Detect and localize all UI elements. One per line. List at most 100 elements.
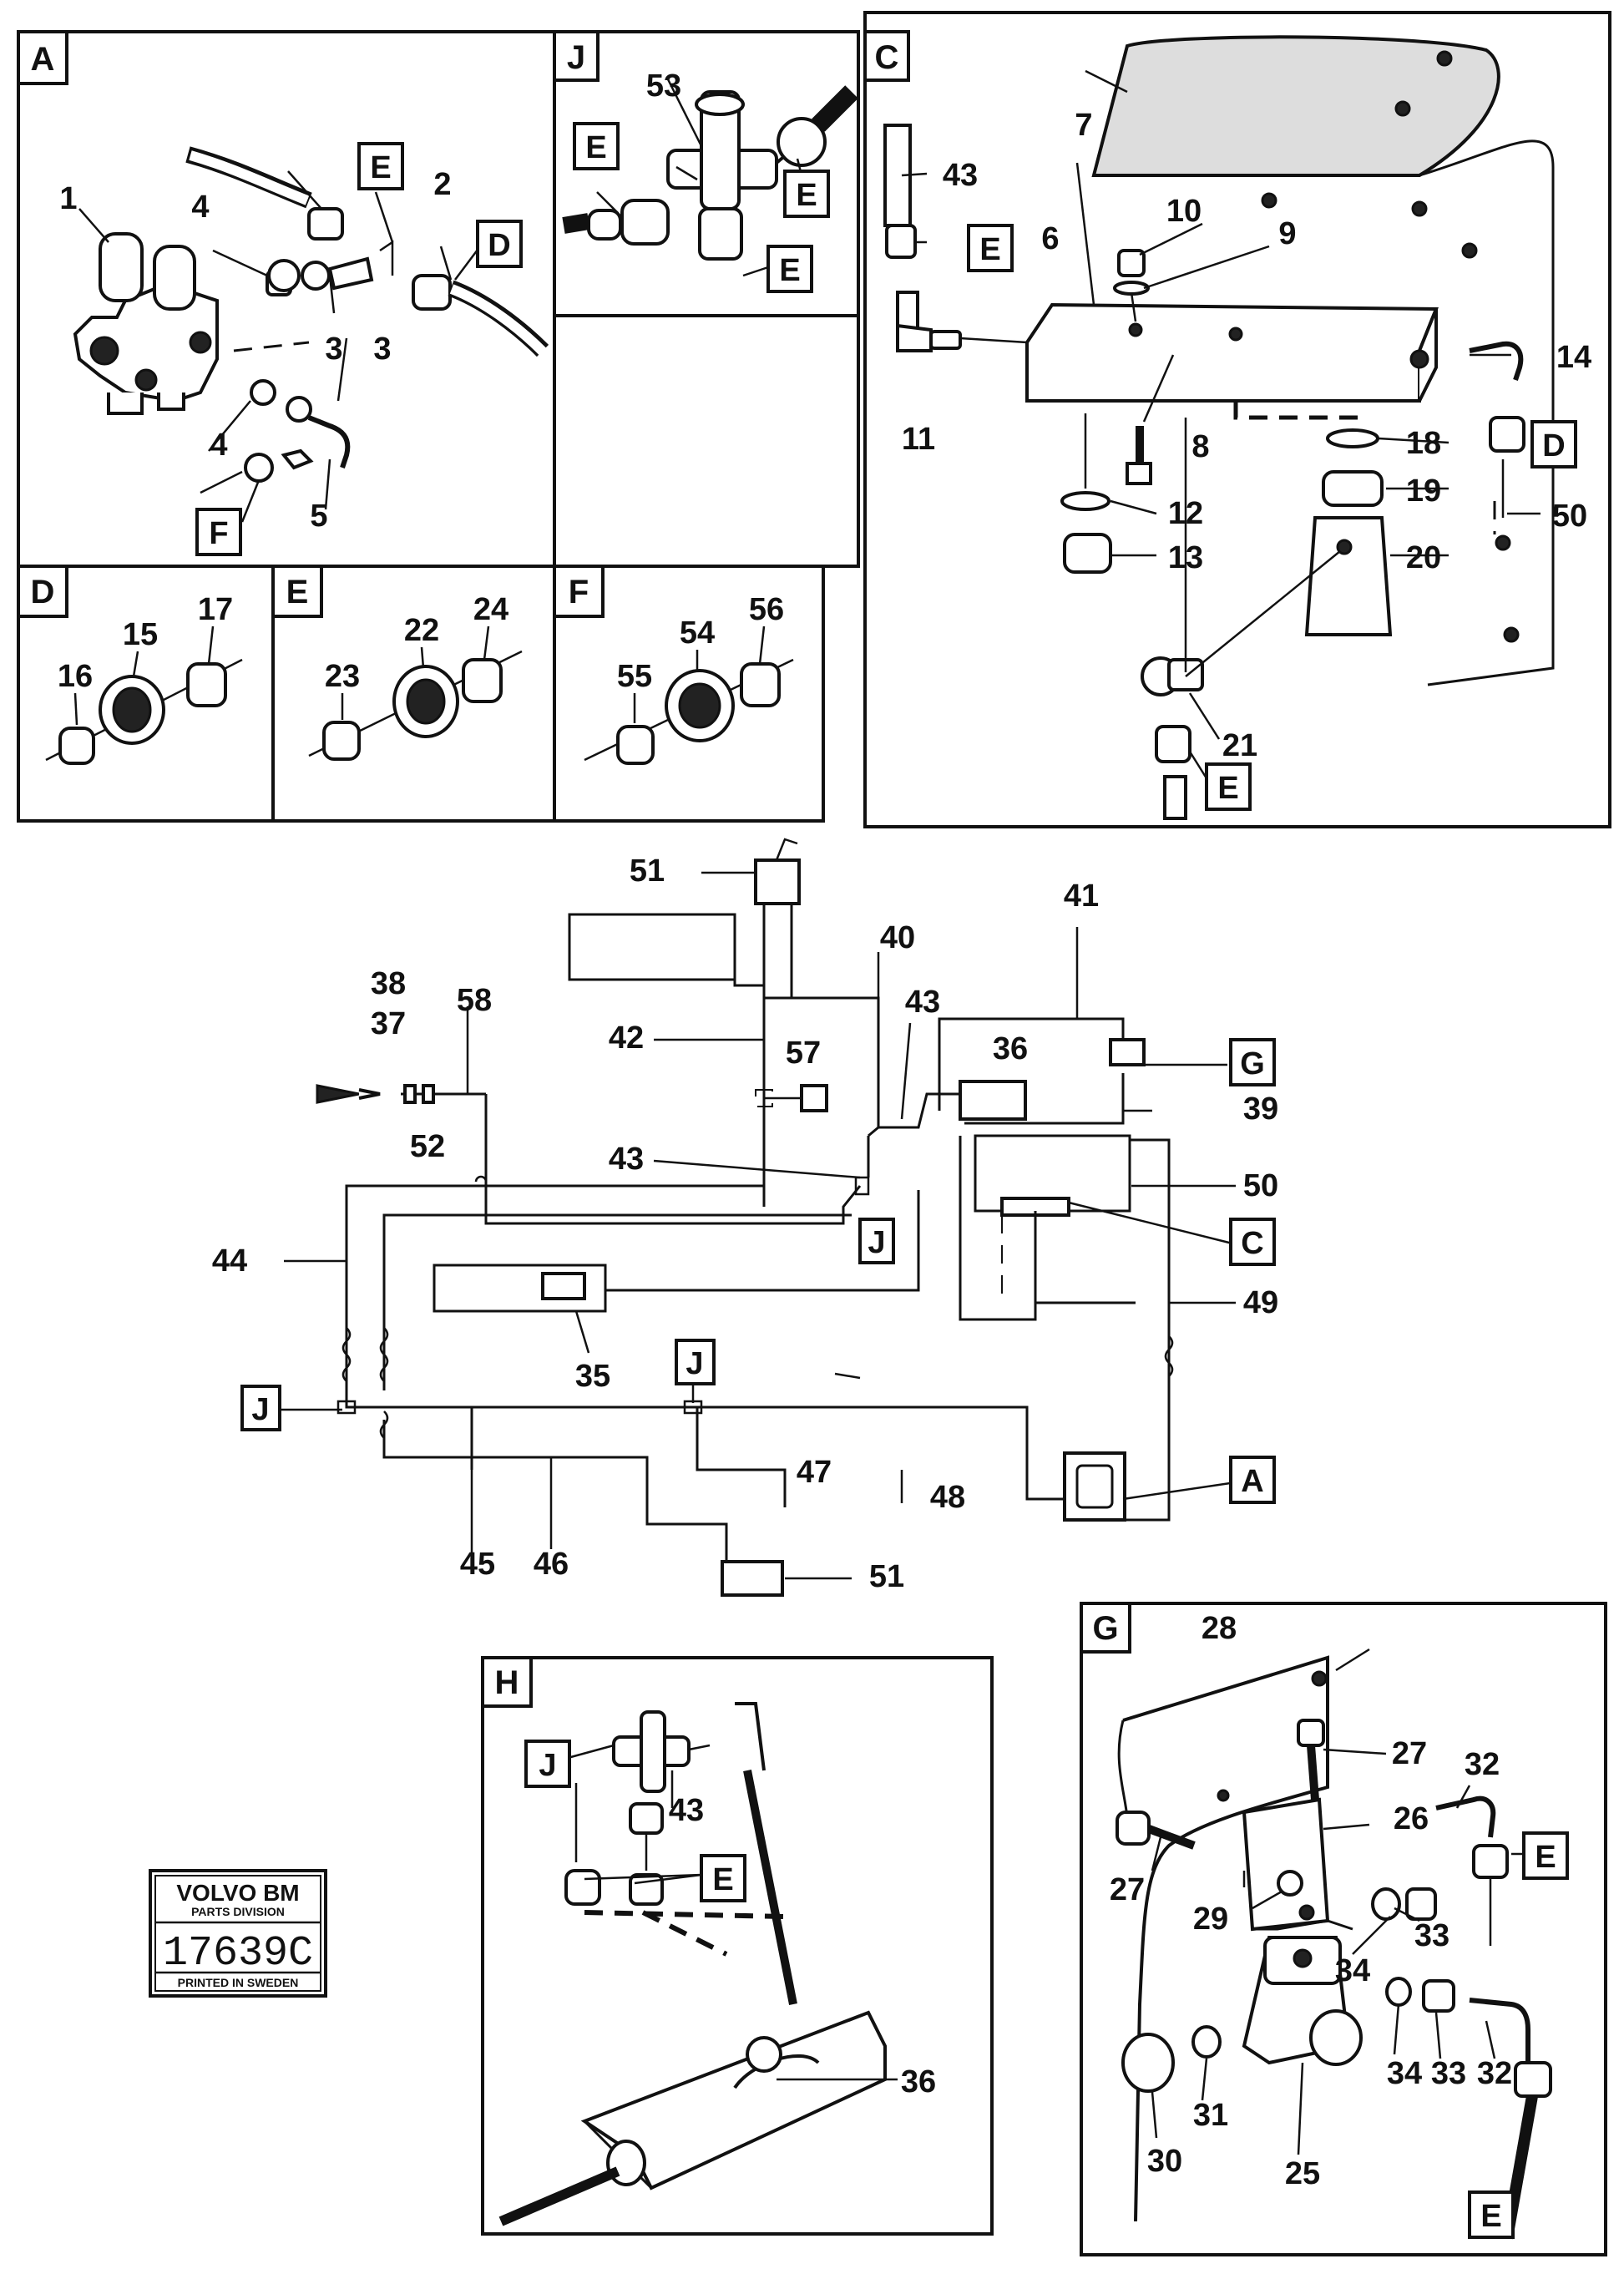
part-number-43-h: 43 bbox=[669, 1793, 704, 1828]
panel-h: H 43 36 J E bbox=[481, 1656, 994, 2236]
callout-e-h: E bbox=[712, 1862, 733, 1897]
part-number-57: 57 bbox=[786, 1036, 821, 1071]
callout-e-a: E bbox=[370, 150, 391, 185]
part-number-34-top: 34 bbox=[1335, 1953, 1370, 1988]
stamp-number: 17639C bbox=[163, 1930, 313, 1978]
panel-a-label: A bbox=[31, 41, 55, 78]
callout-f-a: F bbox=[209, 516, 228, 551]
part-number-45: 45 bbox=[460, 1547, 495, 1582]
part-number-23: 23 bbox=[325, 659, 360, 694]
part-number-53: 53 bbox=[646, 68, 681, 104]
stamp-brand: VOLVO BM bbox=[176, 1880, 299, 1906]
part-number-32-top: 32 bbox=[1465, 1747, 1500, 1782]
part-number-36-s: 36 bbox=[993, 1031, 1028, 1066]
part-number-33-top: 33 bbox=[1414, 1918, 1449, 1953]
part-number-7: 7 bbox=[1075, 108, 1092, 143]
part-number-18: 18 bbox=[1406, 426, 1441, 461]
part-number-28: 28 bbox=[1202, 1611, 1237, 1646]
part-number-37: 37 bbox=[371, 1006, 406, 1041]
callout-c-s: C bbox=[1241, 1226, 1263, 1261]
part-number-38: 38 bbox=[371, 966, 406, 1001]
part-number-47: 47 bbox=[797, 1455, 832, 1490]
stamp-division: PARTS DIVISION bbox=[191, 1905, 285, 1918]
panel-d: D 16 15 17 bbox=[17, 565, 275, 823]
part-number-43-s1: 43 bbox=[905, 985, 940, 1020]
callout-j-s1: J bbox=[868, 1225, 885, 1260]
part-number-36-h: 36 bbox=[901, 2064, 936, 2099]
part-number-24: 24 bbox=[473, 592, 508, 627]
callout-e-j2: E bbox=[796, 178, 817, 213]
part-number-50-c: 50 bbox=[1552, 499, 1587, 534]
panel-h-label: H bbox=[495, 1664, 519, 1701]
part-number-4b: 4 bbox=[210, 428, 227, 463]
part-number-27-left: 27 bbox=[1110, 1872, 1145, 1907]
panel-d-label: D bbox=[31, 574, 55, 610]
part-number-15: 15 bbox=[123, 617, 158, 652]
part-number-17: 17 bbox=[198, 592, 233, 627]
part-number-49: 49 bbox=[1243, 1285, 1278, 1320]
part-number-52: 52 bbox=[410, 1129, 445, 1164]
part-number-34-bottom: 34 bbox=[1387, 2056, 1422, 2091]
part-number-43-c: 43 bbox=[943, 158, 978, 193]
part-number-4: 4 bbox=[191, 190, 209, 225]
part-number-8: 8 bbox=[1191, 429, 1209, 464]
part-number-31: 31 bbox=[1193, 2098, 1228, 2133]
part-number-44: 44 bbox=[212, 1243, 247, 1279]
part-number-41: 41 bbox=[1064, 879, 1099, 914]
stamp-printed: PRINTED IN SWEDEN bbox=[178, 1976, 299, 1989]
part-number-12: 12 bbox=[1168, 496, 1203, 531]
callout-e-c2: E bbox=[1217, 771, 1238, 806]
panel-g-label: G bbox=[1092, 1610, 1118, 1647]
callout-j-s3: J bbox=[686, 1346, 703, 1381]
callout-e-c1: E bbox=[979, 232, 1000, 267]
volvo-bm-stamp: VOLVO BM PARTS DIVISION 17639C PRINTED I… bbox=[149, 1869, 327, 1998]
panel-e-label: E bbox=[286, 574, 309, 610]
callout-d-a: D bbox=[488, 228, 510, 263]
part-number-10: 10 bbox=[1166, 194, 1202, 229]
callout-e-j3: E bbox=[779, 253, 800, 288]
callout-j-h: J bbox=[539, 1748, 556, 1783]
part-number-55: 55 bbox=[617, 659, 652, 694]
part-number-51-top: 51 bbox=[630, 853, 665, 889]
callout-e-g2: E bbox=[1480, 2199, 1501, 2234]
part-number-3: 3 bbox=[325, 332, 342, 367]
part-number-26: 26 bbox=[1394, 1801, 1429, 1836]
part-number-46: 46 bbox=[534, 1547, 569, 1582]
part-number-48: 48 bbox=[930, 1480, 965, 1515]
callout-e-g1: E bbox=[1535, 1840, 1556, 1875]
part-number-56: 56 bbox=[749, 592, 784, 627]
part-number-13: 13 bbox=[1168, 540, 1203, 575]
panel-c-label: C bbox=[875, 39, 899, 76]
part-number-29: 29 bbox=[1193, 1902, 1228, 1937]
part-number-3b: 3 bbox=[373, 332, 391, 367]
part-number-2: 2 bbox=[433, 167, 451, 202]
panel-e: E 23 22 24 bbox=[271, 565, 556, 823]
part-number-22: 22 bbox=[404, 613, 439, 648]
callout-a-s: A bbox=[1241, 1464, 1263, 1499]
panel-f-label: F bbox=[569, 574, 589, 610]
part-number-19: 19 bbox=[1406, 474, 1441, 509]
panel-c: C bbox=[863, 11, 1611, 828]
part-number-50-s: 50 bbox=[1243, 1168, 1278, 1203]
panel-g: G bbox=[1080, 1602, 1607, 2256]
part-number-39: 39 bbox=[1243, 1091, 1278, 1127]
callout-e-j1: E bbox=[585, 130, 606, 165]
part-number-33-bottom: 33 bbox=[1431, 2056, 1466, 2091]
part-number-51-bottom: 51 bbox=[869, 1559, 904, 1594]
callout-g-s: G bbox=[1240, 1046, 1265, 1081]
pneumatic-schematic: 51 40 41 43 42 57 36 38 37 58 52 43 39 5… bbox=[212, 838, 1278, 1597]
panel-j-label: J bbox=[567, 39, 585, 76]
panel-j: J 53 E E E bbox=[553, 30, 860, 568]
part-number-54: 54 bbox=[680, 615, 715, 651]
part-number-21: 21 bbox=[1222, 728, 1257, 763]
part-number-25: 25 bbox=[1285, 2156, 1320, 2191]
panel-f: F 55 54 56 bbox=[553, 565, 825, 823]
part-number-5: 5 bbox=[310, 499, 327, 534]
part-number-16: 16 bbox=[58, 659, 93, 694]
callout-j-s2: J bbox=[251, 1392, 269, 1427]
relay-valve-drawing bbox=[73, 232, 219, 415]
part-number-58: 58 bbox=[457, 983, 492, 1018]
part-number-1: 1 bbox=[59, 181, 77, 216]
part-number-35: 35 bbox=[575, 1359, 610, 1394]
